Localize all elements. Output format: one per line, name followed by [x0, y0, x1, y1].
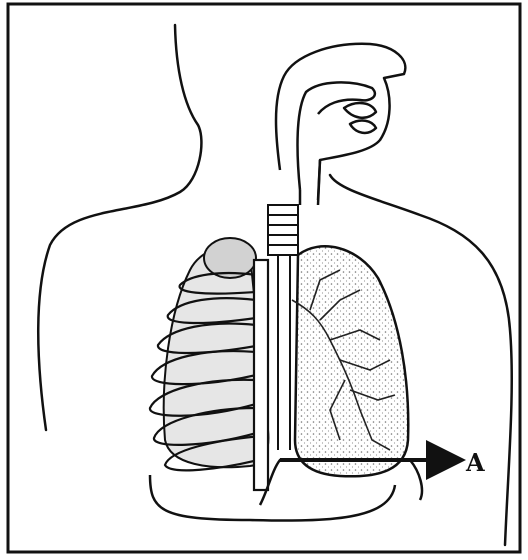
sternum — [254, 260, 268, 490]
trachea — [268, 205, 298, 450]
lung-right — [292, 246, 408, 476]
head-section — [276, 44, 405, 205]
label-a: A — [466, 448, 485, 477]
